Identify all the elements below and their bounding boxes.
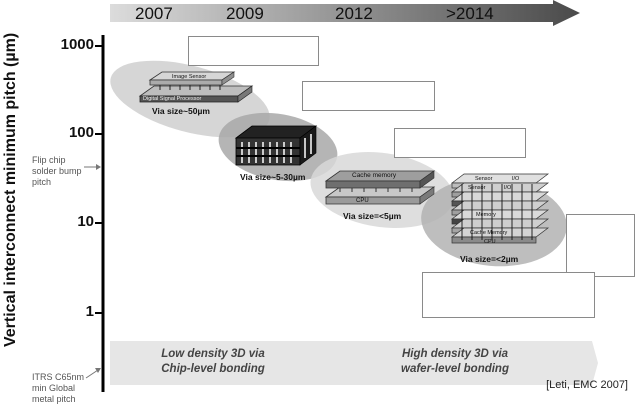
- year-2009: 2009: [226, 4, 264, 23]
- itrs-note: ITRS C65nm min Global metal pitch: [32, 372, 85, 404]
- blank-callout-1: [188, 36, 319, 66]
- stack-4-layer-cache-memory: Cache Memory: [470, 230, 508, 236]
- timeline-arrow: [110, 0, 580, 26]
- stack-2-via-label: Via size~5-30µm: [240, 172, 306, 182]
- blank-callout-3: [394, 128, 526, 158]
- stack-1-top-layer-label: Image Sensor: [172, 74, 207, 80]
- blank-callout-2: [302, 81, 435, 111]
- tick-1: 1: [85, 303, 94, 320]
- year-2007: 2007: [135, 4, 173, 23]
- stack-4-layer-cpu: CPU: [484, 239, 496, 245]
- stack-3-bottom-layer-label: CPU: [356, 198, 369, 204]
- stack-4-layer-sensor-2: Sensor: [468, 185, 486, 191]
- stack-4-layer-io-1: I/O: [512, 176, 520, 182]
- blank-callout-5: [422, 272, 595, 318]
- stack-4-layer-io-2: I/O: [504, 185, 512, 191]
- stack-1-via-label: Via size~50µm: [152, 106, 210, 116]
- high-density-band-label: High density 3D via wafer-level bonding: [401, 348, 509, 375]
- tick-100: 100: [68, 124, 94, 141]
- stack-4-layer-sensor-1: Sensor: [475, 176, 493, 182]
- flip-chip-note: Flip chip solder bump pitch: [32, 155, 82, 187]
- year-2014: >2014: [446, 4, 494, 23]
- citation: [Leti, EMC 2007]: [546, 379, 628, 391]
- stack-3-top-layer-label: Cache memory: [352, 172, 397, 179]
- blank-callout-4: [566, 214, 635, 277]
- stack-4-layer-memory: Memory: [476, 212, 496, 218]
- low-density-band-label: Low density 3D via Chip-level bonding: [161, 348, 265, 375]
- year-2012: 2012: [335, 4, 373, 23]
- tick-1000: 1000: [60, 36, 94, 53]
- y-axis: [84, 35, 105, 392]
- stack-4-via-label: Via size=<2µm: [460, 254, 519, 264]
- stack-3-via-label: Via size=<5µm: [343, 211, 402, 221]
- tick-10: 10: [77, 213, 94, 230]
- stack-1-bottom-layer-label: Digital Signal Processor: [143, 96, 202, 102]
